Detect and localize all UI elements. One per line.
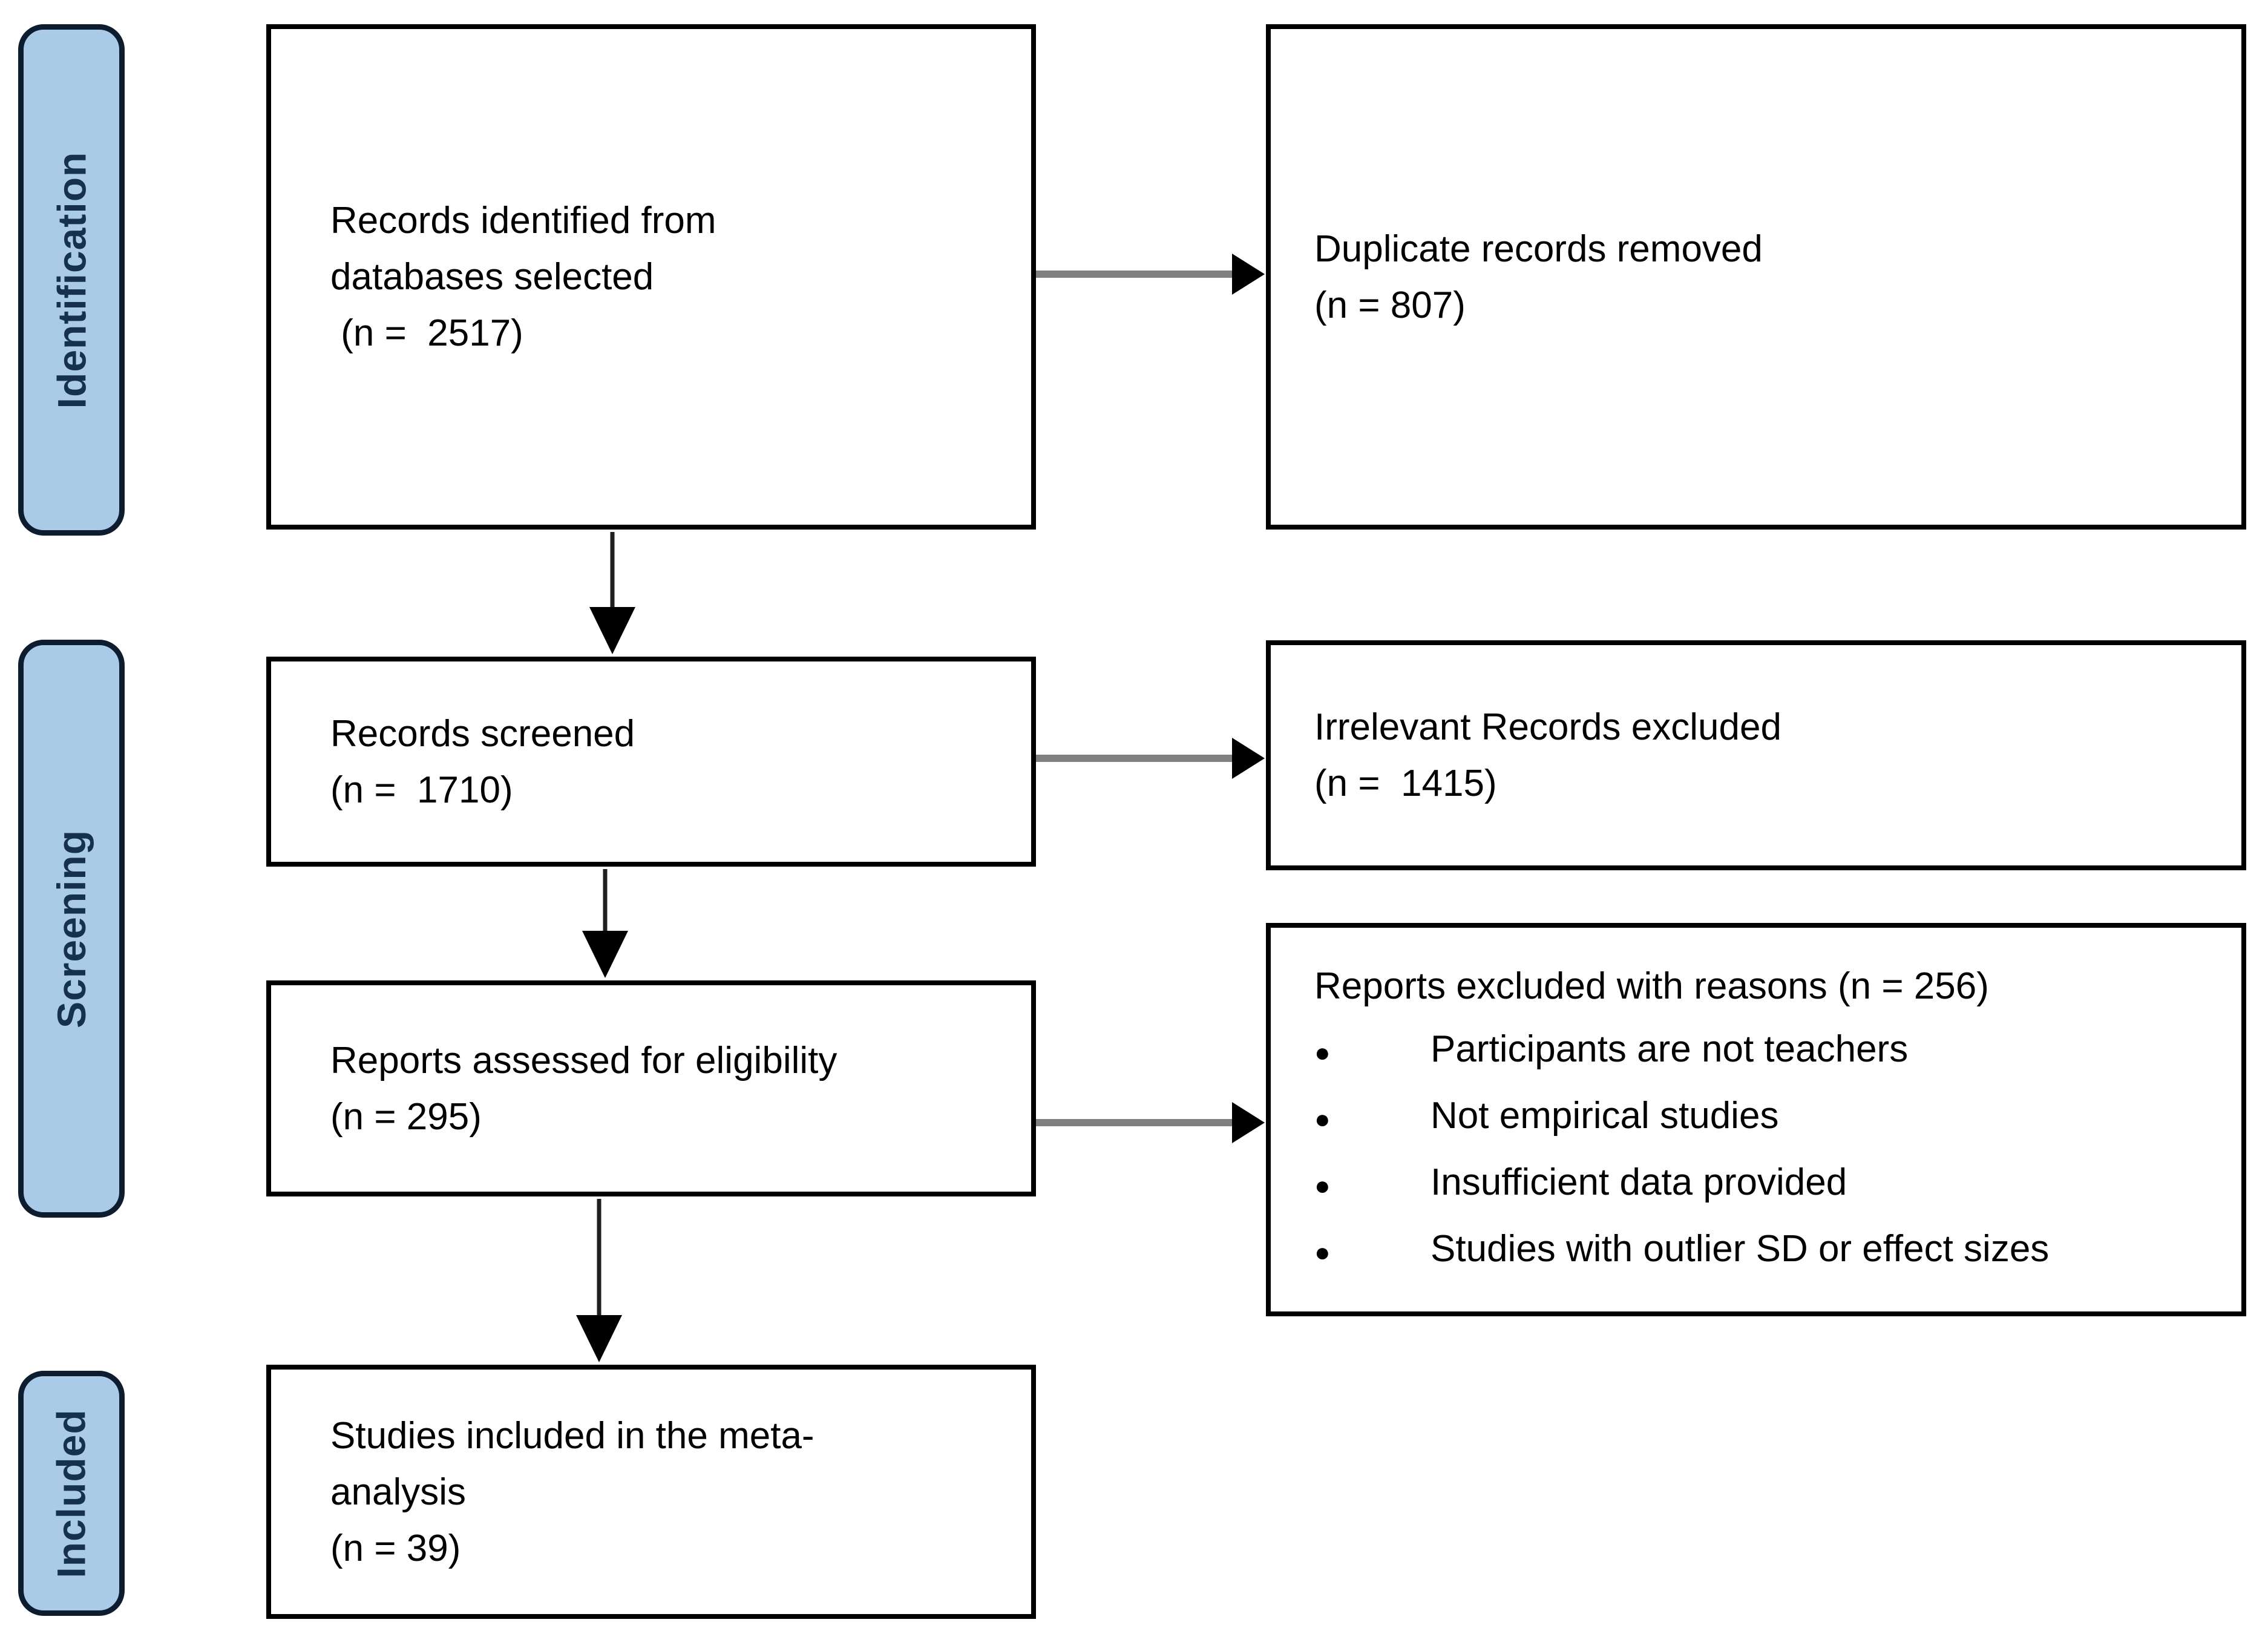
- exclusion-reason-text: Not empirical studies: [1431, 1095, 1779, 1137]
- box-reports-excluded-title: Reports excluded with reasons (n = 256): [1314, 965, 1989, 1007]
- stage-label-screening-text: Screening: [49, 829, 94, 1028]
- stage-label-identification-text: Identification: [49, 151, 94, 409]
- box-duplicates-removed: Duplicate records removed (n = 807): [1266, 24, 2246, 530]
- arrow-screened-to-assessed: [582, 869, 628, 978]
- bullet-icon: ●: [1314, 1238, 1331, 1267]
- box-reports-excluded: Reports excluded with reasons (n = 256) …: [1266, 923, 2246, 1316]
- exclusion-reason-text: Insufficient data provided: [1431, 1161, 1847, 1203]
- box-records-screened-text: Records screened (n = 1710): [330, 712, 635, 811]
- exclusion-reason-row: ● Insufficient data provided: [1314, 1151, 2223, 1218]
- stage-label-included: Included: [18, 1371, 125, 1616]
- box-records-screened: Records screened (n = 1710): [266, 657, 1036, 867]
- stage-label-included-text: Included: [49, 1408, 94, 1578]
- box-reports-assessed-text: Reports assessed for eligibility (n = 29…: [330, 1039, 837, 1138]
- box-studies-included-text: Studies included in the meta- analysis (…: [330, 1414, 814, 1569]
- exclusion-reason-row: ● Studies with outlier SD or effect size…: [1314, 1218, 2223, 1284]
- arrow-identified-to-screened: [589, 532, 635, 654]
- arrow-identified-to-duplicates: [1036, 254, 1265, 295]
- exclusion-reason-text: Studies with outlier SD or effect sizes: [1431, 1228, 2050, 1270]
- stage-label-identification: Identification: [18, 24, 125, 536]
- box-records-identified: Records identified from databases select…: [266, 24, 1036, 530]
- box-irrelevant-records-excluded-text: Irrelevant Records excluded (n = 1415): [1314, 706, 1781, 804]
- bullet-icon: ●: [1314, 1104, 1331, 1134]
- box-reports-assessed: Reports assessed for eligibility (n = 29…: [266, 980, 1036, 1196]
- box-records-identified-text: Records identified from databases select…: [330, 200, 716, 354]
- arrow-assessed-to-excluded: [1036, 1102, 1265, 1143]
- box-duplicates-removed-text: Duplicate records removed (n = 807): [1314, 228, 1763, 326]
- bullet-icon: ●: [1314, 1038, 1331, 1068]
- exclusion-reason-text: Participants are not teachers: [1431, 1028, 1909, 1070]
- box-studies-included: Studies included in the meta- analysis (…: [266, 1365, 1036, 1619]
- bullet-icon: ●: [1314, 1171, 1331, 1201]
- stage-label-screening: Screening: [18, 640, 125, 1218]
- arrow-assessed-to-included: [576, 1199, 622, 1362]
- exclusion-reason-row: ● Not empirical studies: [1314, 1085, 2223, 1151]
- arrow-screened-to-irrelevant: [1036, 738, 1265, 779]
- box-irrelevant-records-excluded: Irrelevant Records excluded (n = 1415): [1266, 640, 2246, 870]
- exclusion-reason-row: ● Participants are not teachers: [1314, 1018, 2223, 1085]
